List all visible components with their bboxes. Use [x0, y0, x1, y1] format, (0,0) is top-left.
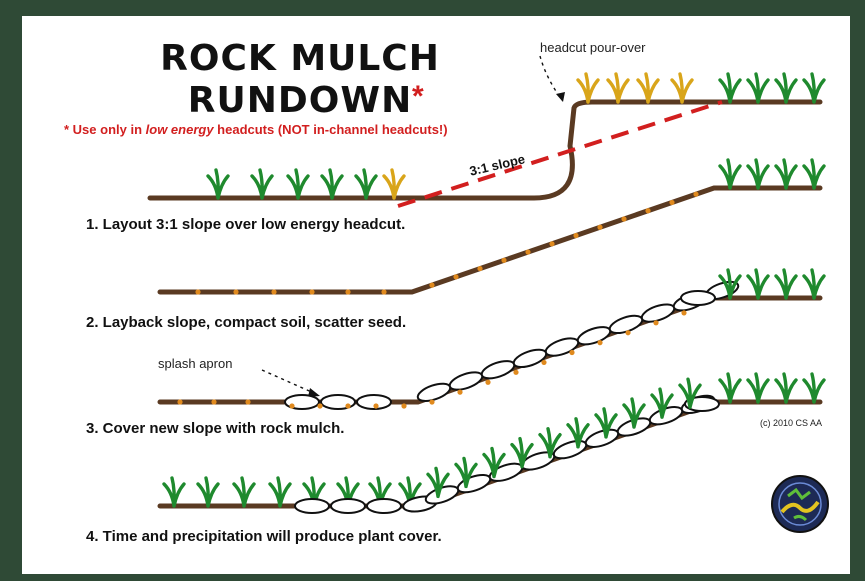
seed-dot-icon — [373, 403, 378, 408]
dry-grass-icon — [638, 74, 658, 102]
splash-apron-label: splash apron — [158, 356, 232, 371]
seed-dot-icon — [597, 340, 602, 345]
splash-leader — [262, 370, 316, 394]
panel-1-ground — [150, 102, 820, 198]
seed-dot-icon — [233, 289, 238, 294]
rock-icon — [512, 346, 549, 370]
grass-tuft-icon — [208, 170, 228, 198]
seed-dot-icon — [669, 200, 674, 205]
seed-dot-icon — [645, 208, 650, 213]
grass-tuft-icon — [804, 270, 824, 298]
seed-dot-icon — [195, 289, 200, 294]
step-1-text: 1. Layout 3:1 slope over low energy head… — [86, 216, 405, 233]
headcut-arrowhead — [556, 92, 565, 102]
seed-dot-icon — [501, 258, 506, 263]
seed-dot-icon — [289, 403, 294, 408]
dry-grass-icon — [672, 74, 692, 102]
rock-icon — [456, 471, 493, 495]
grass-tuft-icon — [720, 374, 740, 402]
rock-icon — [584, 426, 621, 450]
seed-dot-icon — [317, 403, 322, 408]
seed-dot-icon — [525, 249, 530, 254]
seed-dot-icon — [211, 399, 216, 404]
seed-dot-icon — [569, 350, 574, 355]
seed-dot-icon — [485, 380, 490, 385]
copyright-text: (c) 2010 CS AA — [760, 418, 822, 428]
seed-dot-icon — [453, 274, 458, 279]
seed-dot-icon — [345, 403, 350, 408]
seed-dot-icon — [309, 289, 314, 294]
panel-4 — [160, 402, 820, 506]
diagram-art — [22, 16, 850, 574]
seed-dot-icon — [573, 233, 578, 238]
step-2-text: 2. Layback slope, compact soil, scatter … — [86, 314, 406, 331]
seed-dot-icon — [621, 216, 626, 221]
diagram-card: ROCK MULCH RUNDOWN * * Use only in low e… — [22, 16, 850, 574]
dry-grass-icon — [608, 74, 628, 102]
seed-dot-icon — [429, 283, 434, 288]
seed-dot-icon — [177, 399, 182, 404]
grass-tuft-icon — [252, 170, 272, 198]
seed-dot-icon — [693, 192, 698, 197]
grass-tuft-icon — [804, 74, 824, 102]
seed-dot-icon — [653, 320, 658, 325]
grass-tuft-icon — [804, 160, 824, 188]
seed-dot-icon — [401, 403, 406, 408]
grass-tuft-icon — [748, 160, 768, 188]
grass-tuft-icon — [322, 170, 342, 198]
grass-tuft-icon — [776, 270, 796, 298]
rock-icon — [295, 499, 329, 513]
seed-dot-icon — [271, 289, 276, 294]
grass-tuft-icon — [748, 374, 768, 402]
grass-tuft-icon — [804, 374, 824, 402]
seed-dot-icon — [477, 266, 482, 271]
seed-dot-icon — [541, 360, 546, 365]
rock-icon — [480, 358, 517, 382]
grass-tuft-icon — [776, 160, 796, 188]
rock-icon — [576, 324, 613, 348]
grass-tuft-icon — [164, 478, 184, 506]
seed-dot-icon — [345, 289, 350, 294]
seed-dot-icon — [513, 370, 518, 375]
seed-dot-icon — [681, 310, 686, 315]
logo-icon — [770, 474, 830, 534]
step-3-text: 3. Cover new slope with rock mulch. — [86, 420, 344, 437]
headcut-label: headcut pour-over — [540, 40, 646, 55]
dry-grass-icon — [384, 170, 404, 198]
grass-tuft-icon — [234, 478, 254, 506]
grass-tuft-icon — [748, 74, 768, 102]
seed-dot-icon — [245, 399, 250, 404]
grass-tuft-icon — [356, 170, 376, 198]
seed-dot-icon — [597, 225, 602, 230]
rock-icon — [367, 499, 401, 513]
panel-4-ground — [160, 402, 820, 506]
grass-tuft-icon — [288, 170, 308, 198]
seed-dot-icon — [625, 330, 630, 335]
rock-icon — [448, 369, 485, 393]
grass-tuft-icon — [776, 74, 796, 102]
rock-icon — [681, 291, 715, 305]
rock-icon — [544, 335, 581, 359]
rock-icon — [331, 499, 365, 513]
seed-dot-icon — [549, 241, 554, 246]
grass-tuft-icon — [776, 374, 796, 402]
seed-dot-icon — [429, 399, 434, 404]
grass-tuft-icon — [720, 160, 740, 188]
step-4-text: 4. Time and precipitation will produce p… — [86, 528, 442, 545]
grass-tuft-icon — [720, 74, 740, 102]
grass-tuft-icon — [198, 478, 218, 506]
seed-dot-icon — [457, 390, 462, 395]
grass-tuft-icon — [748, 270, 768, 298]
dry-grass-icon — [578, 74, 598, 102]
seed-dot-icon — [381, 289, 386, 294]
grass-tuft-icon — [270, 478, 290, 506]
